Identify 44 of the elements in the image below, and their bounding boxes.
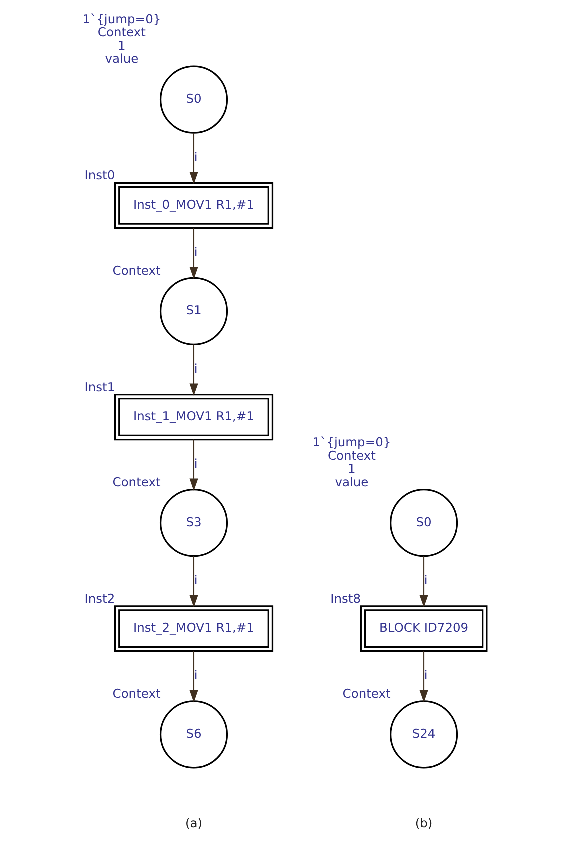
node-label: value [105, 52, 139, 66]
label: (b) [415, 816, 433, 830]
node-circle: S6 [160, 700, 228, 768]
edge-label: i [194, 150, 198, 164]
arrow [190, 556, 198, 608]
arrow [190, 228, 198, 279]
arrow [420, 650, 428, 702]
edge-label: i [194, 668, 198, 682]
arrow [420, 556, 428, 608]
node-circle: S0 [160, 65, 228, 134]
node-label: Inst2 [84, 591, 116, 606]
node-label: Context [112, 263, 161, 278]
node-label: Inst0 [84, 168, 116, 182]
node-label: Context [328, 448, 376, 462]
node-circle: S0 [390, 488, 458, 557]
node-label: Context [342, 686, 391, 700]
node-box: Inst_0_MOV1 R1,#1 [114, 182, 274, 228]
node-circle: S3 [160, 488, 228, 557]
arrow [190, 650, 198, 702]
node-box: BLOCK ID7209 [360, 605, 488, 652]
node-label: 1 [348, 462, 356, 476]
node-circle: S1 [160, 276, 228, 345]
arrow [190, 132, 198, 184]
arrow [190, 439, 198, 491]
node-label: 1 [118, 38, 126, 52]
node-label: Context [98, 25, 146, 40]
node-box: Inst_1_MOV1 R1,#1 [114, 393, 274, 440]
node-label: Inst1 [84, 380, 116, 394]
node-label: 1`{jump=0} [82, 12, 162, 26]
node-label: Inst8 [330, 591, 362, 606]
node-label: 1`{jump=0} [312, 435, 392, 450]
edge-label: i [194, 244, 198, 259]
node-label: Context [112, 474, 161, 489]
node-label: Context [112, 686, 161, 700]
edge-label: i [194, 361, 198, 376]
node-box: Inst_2_MOV1 R1,#1 [114, 605, 274, 652]
edge-label: i [424, 668, 428, 682]
label: (a) [185, 816, 203, 830]
edge-label: i [194, 456, 198, 470]
node-label: value [335, 474, 369, 489]
edge-label: i [424, 573, 428, 588]
node-circle: S24 [390, 700, 458, 768]
edge-label: i [194, 573, 198, 588]
arrow [190, 344, 198, 396]
